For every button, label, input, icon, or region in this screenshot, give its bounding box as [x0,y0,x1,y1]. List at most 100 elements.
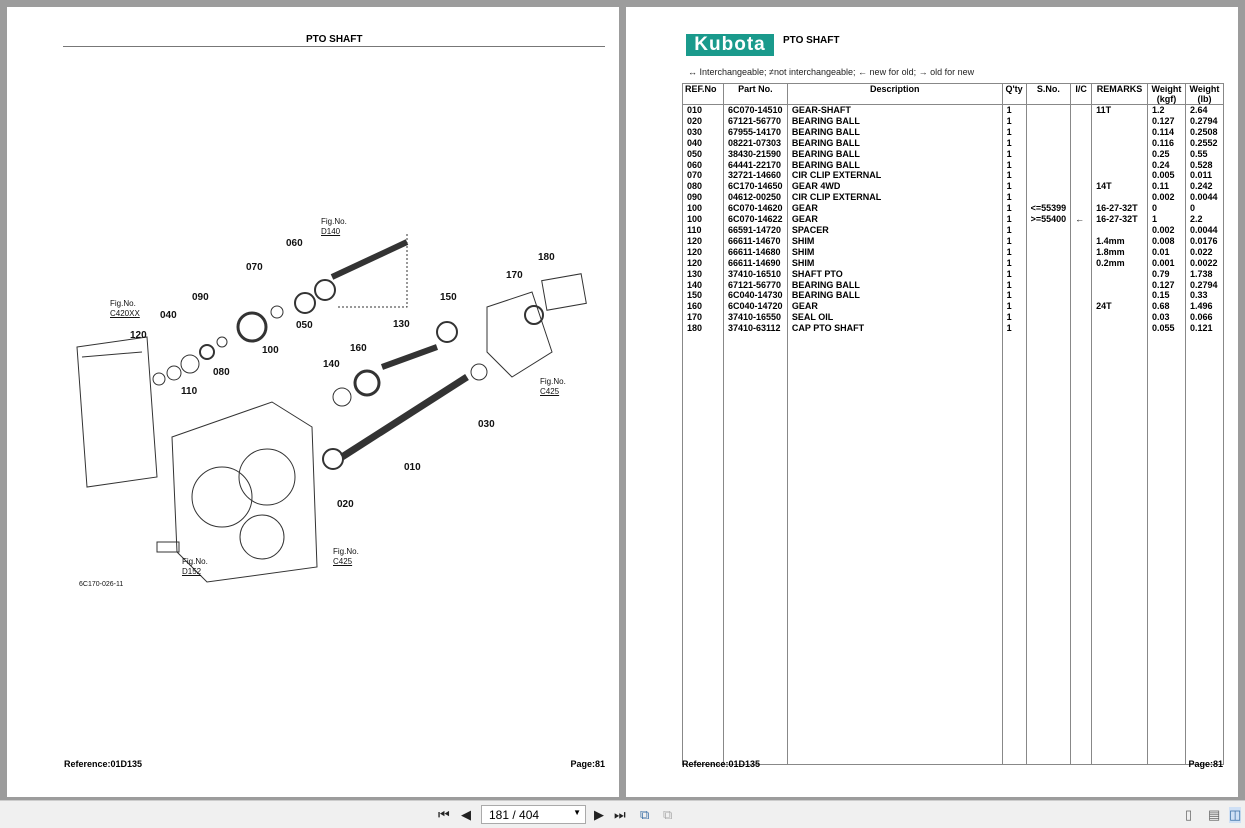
chevron-down-icon: ▼ [573,808,581,817]
empty-cell [722,334,788,765]
weight-kgf: 0.005 [1147,170,1186,182]
serial-no: <=55399 [1025,203,1071,215]
description: GEAR [786,301,1003,313]
ref-no: 120 [687,257,703,268]
two-page-view-icon[interactable]: ◫ [1229,807,1242,823]
weight-lb: 1.496 [1184,301,1224,313]
part-no: 66611-14680 [722,246,788,258]
qty: 1 [1001,181,1027,193]
part-no: 6C070-14620 [722,203,788,215]
description: BEARING BALL [786,279,1003,291]
remarks [1091,170,1148,182]
callout: 030 [478,419,495,430]
interchangeability-legend: ↔ Interchangeable; ≠not interchangeable;… [688,67,975,77]
serial-no [1025,170,1071,182]
weight-kgf: 0.11 [1147,181,1186,193]
callout: 170 [506,270,523,281]
col-desc: Description [786,83,1003,105]
description: GEAR [786,214,1003,225]
weight-lb: 0.0176 [1184,235,1224,247]
ic [1070,279,1092,291]
weight-lb: 0.528 [1184,159,1224,171]
part-no: 6C070-14510 [722,104,788,116]
description: BEARING BALL [786,159,1003,171]
qty: 1 [1001,115,1027,127]
previous-page-icon[interactable]: ◀ [461,807,471,822]
weight-kgf: 1 [1147,214,1186,225]
export-page-icon[interactable]: ⧉ [640,807,650,822]
part-no: 64441-22170 [722,159,788,171]
serial-no [1025,290,1071,302]
part-no: 04612-00250 [722,192,788,204]
callout: 100 [262,345,279,356]
qty: 1 [1001,214,1027,225]
serial-no [1025,224,1071,236]
ic [1070,246,1092,258]
remarks [1091,268,1148,280]
qty: 1 [1001,235,1027,247]
qty: 1 [1001,170,1027,182]
remarks [1091,224,1148,236]
serial-no [1025,235,1071,247]
callout: 080 [213,367,230,378]
callout: 130 [393,319,410,330]
weight-lb: 0.55 [1184,148,1224,160]
empty-cell [1070,334,1092,765]
qty: 1 [1001,290,1027,302]
ic [1070,181,1092,193]
serial-no [1025,246,1071,258]
title-rule [63,46,605,47]
col-qty: Q'ty [1001,83,1027,105]
page-selector[interactable]: 181 / 404▼ [481,805,586,824]
ic [1070,115,1092,127]
ref-no: 150 [687,290,703,301]
description: SHIM [786,246,1003,258]
callout: 090 [192,292,209,303]
part-no: 66611-14690 [722,257,788,269]
continuous-view-icon[interactable]: ▤ [1208,807,1221,822]
ref-no: 180 [687,323,703,334]
callout: 160 [350,343,367,354]
weight-kgf: 0.055 [1147,323,1186,335]
kubota-logo: Kubota [686,34,774,56]
weight-kgf: 0.002 [1147,224,1186,236]
description: SHAFT PTO [786,268,1003,280]
weight-kgf: 1.2 [1147,104,1186,116]
part-no: 37410-16550 [722,312,788,324]
col-ref: REF.No [682,83,724,105]
ref-no: 040 [687,137,703,148]
remarks: 16-27-32T [1091,203,1148,215]
weight-kgf: 0.68 [1147,301,1186,313]
next-page-icon[interactable]: ▶ [594,807,604,822]
first-page-icon[interactable]: ⏮ [438,807,450,822]
serial-no [1025,104,1071,116]
callout: 140 [323,359,340,370]
last-page-icon[interactable]: ⏭ [614,807,626,822]
weight-kgf: 0.25 [1147,148,1186,160]
ref-no: 080 [687,181,703,192]
housing-main [171,401,318,583]
fig-ref-c420xx: Fig.No.C420XX [110,299,140,318]
empty-cell [1184,334,1224,765]
weight-kgf: 0.24 [1147,159,1186,171]
weight-lb: 0.121 [1184,323,1224,335]
weight-kgf: 0.002 [1147,192,1186,204]
callout: 070 [246,262,263,273]
single-page-view-icon[interactable]: ▯ [1185,807,1193,822]
copy-page-icon[interactable]: ⧉ [663,807,673,822]
callout: 040 [160,310,177,321]
ic [1070,301,1092,313]
qty: 1 [1001,312,1027,324]
weight-kgf: 0.116 [1147,137,1186,149]
callout: 010 [404,462,421,473]
ic [1070,148,1092,160]
